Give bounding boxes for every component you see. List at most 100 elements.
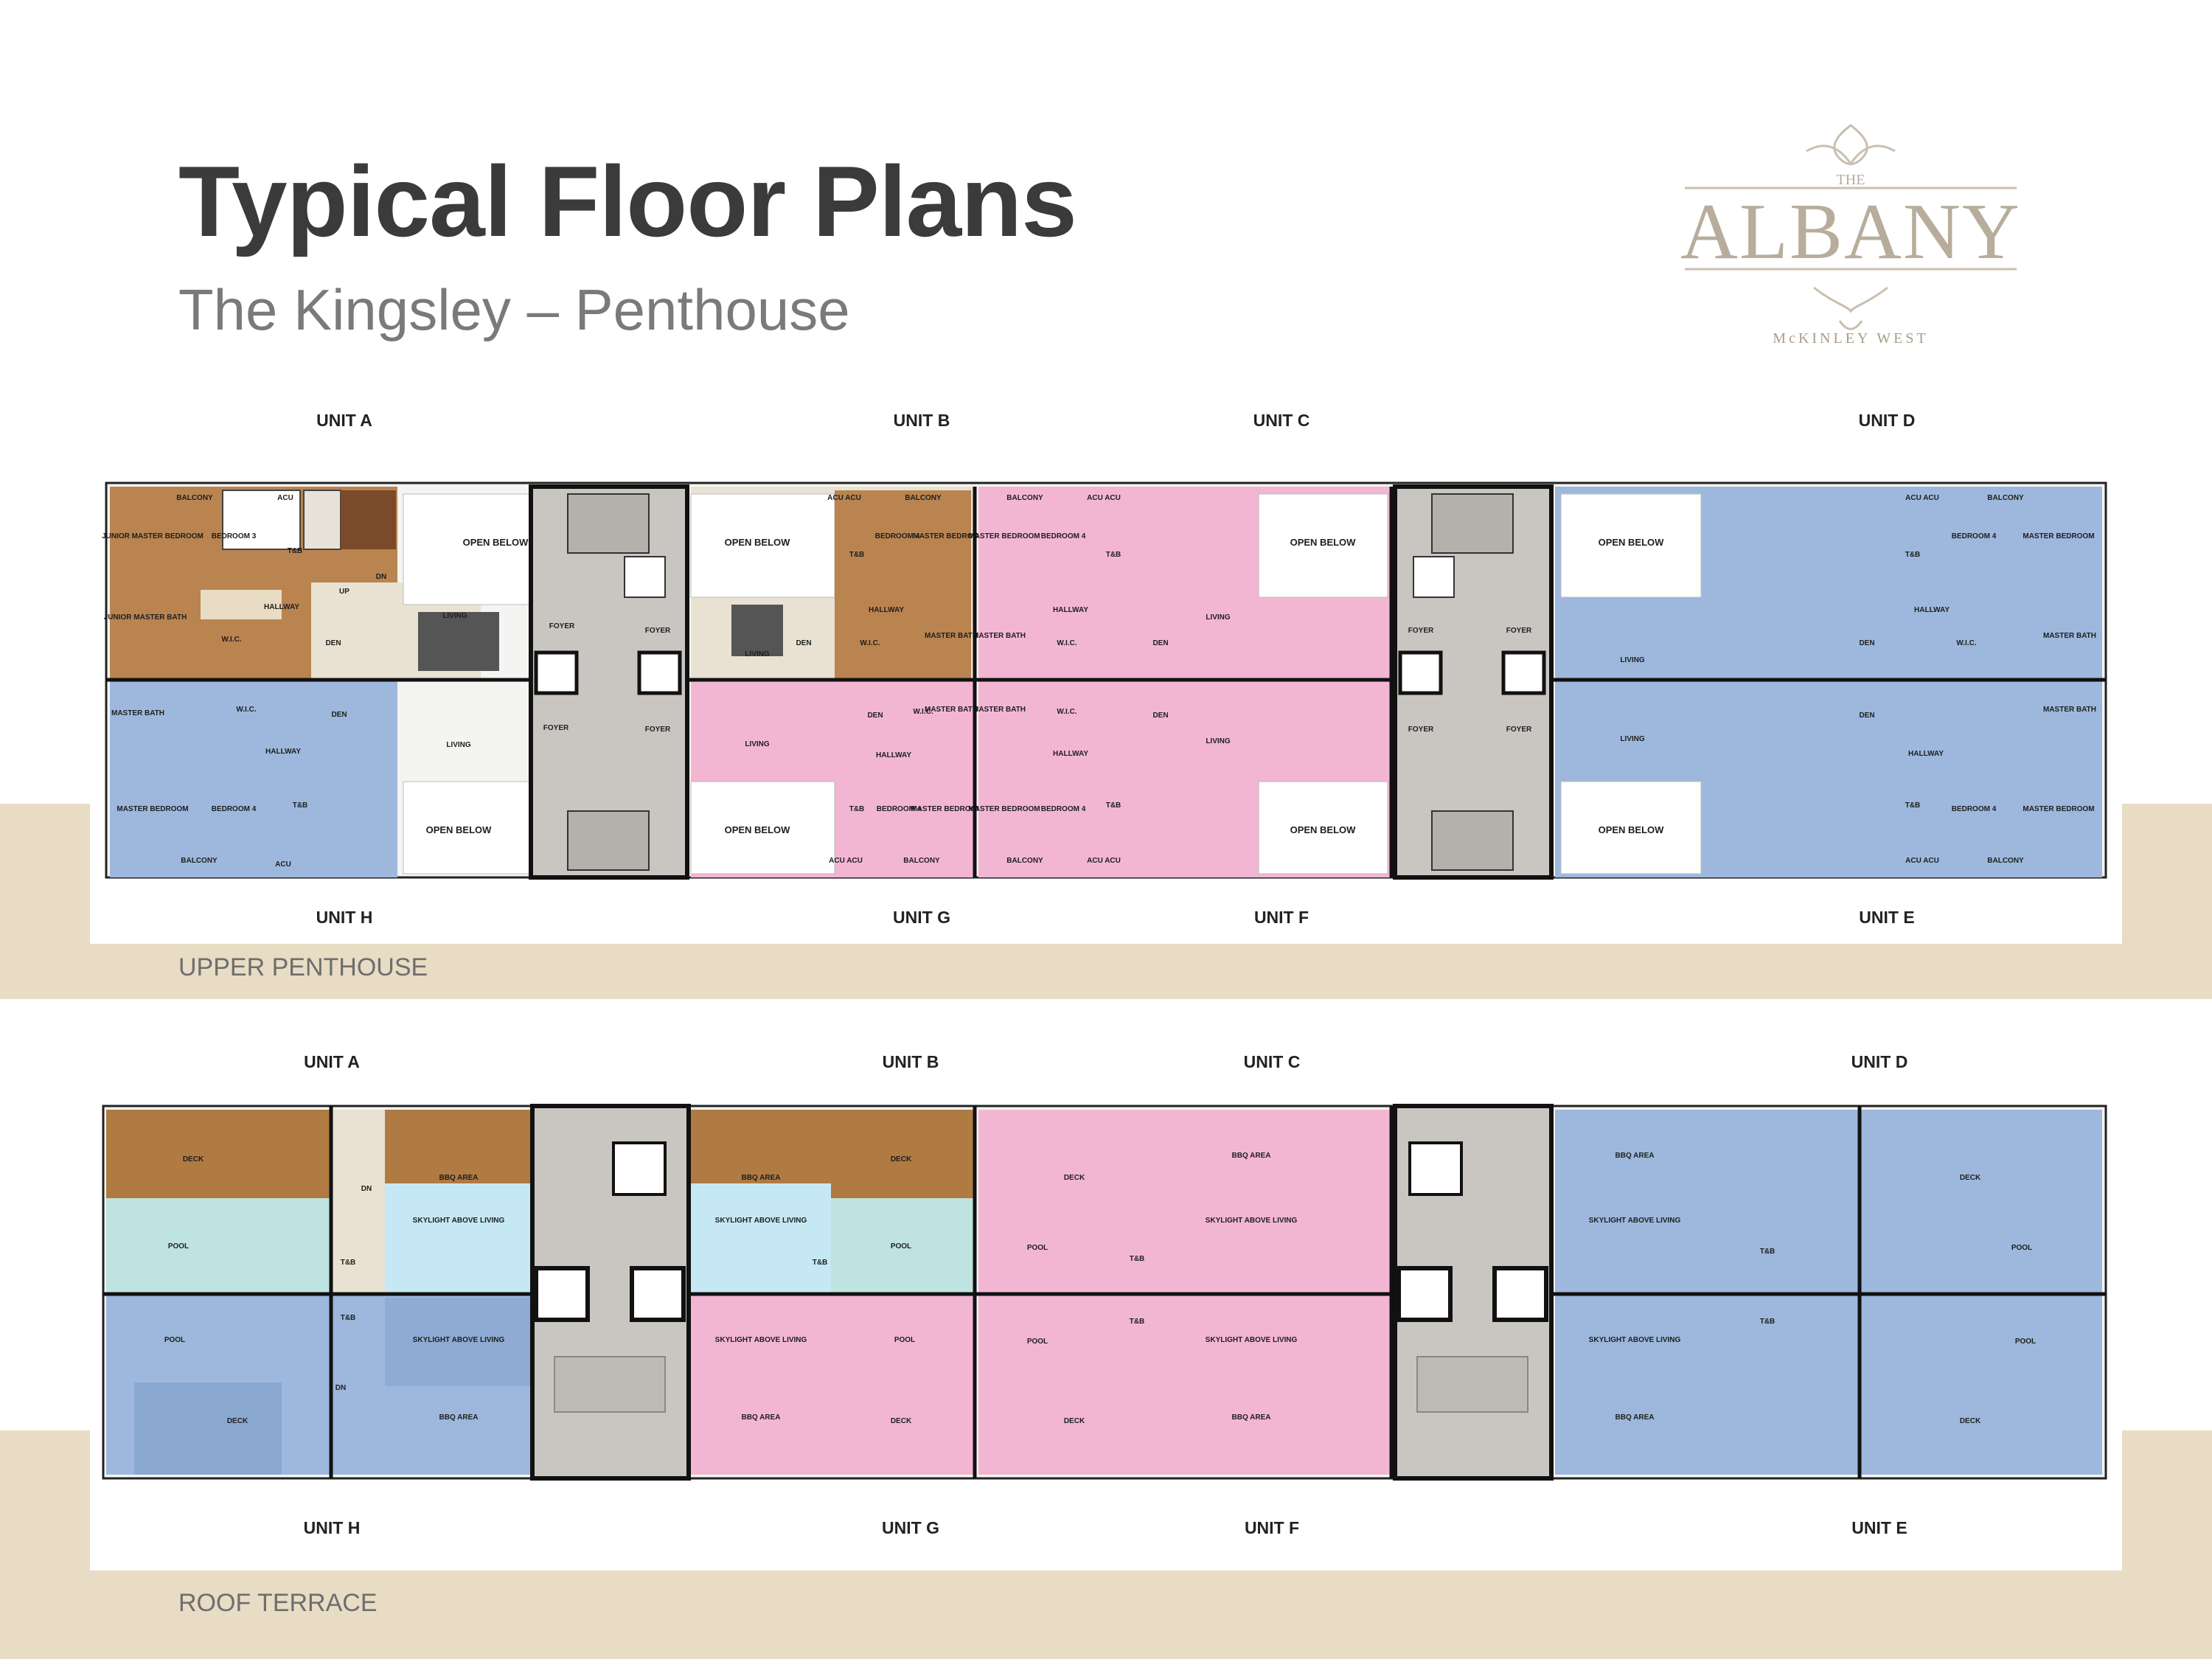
room-tb-e: T&B [1905, 801, 1921, 810]
room-living-g: LIVING [745, 740, 770, 748]
roof-pool-b: POOL [891, 1242, 911, 1251]
roof-deck-a: DECK [183, 1155, 204, 1164]
room-hallway-c: HALLWAY [1053, 606, 1088, 614]
roof-bbq-f: BBQ AREA [1232, 1413, 1271, 1422]
room-master-bath-c: MASTER BATH [973, 632, 1026, 640]
unit-label-d: UNIT D [1859, 411, 1916, 430]
room-master-bedroom-b: MASTER BEDROOM [913, 532, 984, 540]
room-tb-h: T&B [293, 801, 308, 810]
roof-pool-f: POOL [1027, 1338, 1048, 1346]
roof-tb-d: T&B [1760, 1248, 1775, 1256]
roof-pool-d: POOL [2011, 1244, 2032, 1252]
room-tb-b: T&B [849, 551, 865, 559]
room-den-g: DEN [867, 712, 883, 720]
albany-logo: THE ALBANY McKINLEY WEST [1680, 124, 2020, 347]
roof-deck-e: DECK [1960, 1417, 1981, 1425]
room-acu-g: ACU ACU [829, 857, 863, 865]
room-foyer-b: FOYER [645, 627, 671, 635]
roof-skylight-e: SKYLIGHT ABOVE LIVING [1589, 1336, 1681, 1344]
roof-deck-b: DECK [891, 1155, 912, 1164]
unit-label-h: UNIT H [316, 908, 373, 927]
room-master-bath-f: MASTER BATH [973, 706, 1026, 714]
roof-deck-c: DECK [1064, 1174, 1085, 1182]
room-tb-c: T&B [1106, 551, 1121, 559]
roof-pool-e: POOL [2015, 1338, 2036, 1346]
roof-pool-c: POOL [1027, 1244, 1048, 1252]
room-den-c: DEN [1152, 639, 1168, 647]
room-bedroom4-b: BEDROOM 4 [875, 532, 920, 540]
roof-deck-f: DECK [1064, 1417, 1085, 1425]
roof-unit-label-f: UNIT F [1245, 1518, 1299, 1537]
room-balcony-g: BALCONY [903, 857, 940, 865]
room-master-bedroom-d: MASTER BEDROOM [2023, 532, 2094, 540]
room-wic-b: W.I.C. [860, 639, 880, 647]
room-foyer-e: FOYER [1506, 726, 1532, 734]
room-foyer-h: FOYER [543, 724, 569, 732]
room-bedroom4-g: BEDROOM 4 [877, 805, 922, 813]
room-wic-g: W.I.C. [913, 708, 933, 716]
roof-deck-d: DECK [1960, 1174, 1981, 1182]
roof-skylight-h: SKYLIGHT ABOVE LIVING [413, 1336, 505, 1344]
roof-tb-a: T&B [341, 1259, 356, 1267]
logo-tagline: McKINLEY WEST [1773, 330, 1928, 347]
room-hallway-f: HALLWAY [1053, 750, 1088, 758]
roof-a-deck [106, 1110, 331, 1198]
roof-skylight-d: SKYLIGHT ABOVE LIVING [1589, 1217, 1681, 1225]
room-acu-b: ACU ACU [827, 494, 861, 502]
room-den-a: DEN [325, 639, 341, 647]
room-open-below-a: OPEN BELOW [463, 537, 529, 548]
upper-penthouse-plan: UNIT A UNIT B UNIT C UNIT D UNIT H UNIT … [102, 411, 2107, 927]
unit-h-area [110, 680, 397, 877]
roof-bbq-e: BBQ AREA [1615, 1413, 1655, 1422]
roof-terrace-plan: UNIT A UNIT B UNIT C UNIT D UNIT H UNIT … [102, 1052, 2107, 1537]
room-open-below-f: OPEN BELOW [1290, 824, 1357, 835]
room-open-below-g: OPEN BELOW [725, 824, 791, 835]
roof-bbq-a: BBQ AREA [439, 1174, 479, 1182]
roof-dn-a: DN [361, 1185, 372, 1193]
room-bedroom4-f: BEDROOM 4 [1041, 805, 1086, 813]
room-living-h: LIVING [446, 741, 471, 749]
roof-unit-label-d: UNIT D [1851, 1052, 1908, 1071]
room-den-b: DEN [796, 639, 811, 647]
room-master-bath-h: MASTER BATH [111, 709, 164, 717]
roof-skylight-c: SKYLIGHT ABOVE LIVING [1206, 1217, 1298, 1225]
room-balcony-h: BALCONY [181, 857, 218, 865]
room-master-bedroom-g: MASTER BEDROOM [911, 805, 982, 813]
unit-label-c: UNIT C [1253, 411, 1310, 430]
roof-tb-f: T&B [1130, 1318, 1145, 1326]
roof-tb-e: T&B [1760, 1318, 1775, 1326]
room-master-bath-e: MASTER BATH [2043, 706, 2096, 714]
room-balcony-e: BALCONY [1987, 857, 2024, 865]
room-master-bath-g: MASTER BATH [925, 706, 978, 714]
room-bedroom4-c: BEDROOM 4 [1041, 532, 1086, 540]
room-den-e: DEN [1859, 712, 1874, 720]
room-living-d: LIVING [1620, 656, 1645, 664]
roof-tb-h: T&B [341, 1314, 356, 1322]
room-wic-d: W.I.C. [1956, 639, 1976, 647]
room-balcony-a: BALCONY [176, 494, 213, 502]
room-wic-c: W.I.C. [1057, 639, 1077, 647]
room-bedroom4-h: BEDROOM 4 [212, 805, 257, 813]
room-living-a: LIVING [442, 612, 467, 620]
roof-dn-h: DN [335, 1384, 346, 1392]
roof-skylight-a: SKYLIGHT ABOVE LIVING [413, 1217, 505, 1225]
room-foyer-f: FOYER [1408, 726, 1434, 734]
room-dn-a: DN [376, 573, 386, 581]
page-subtitle: The Kingsley – Penthouse [178, 277, 850, 342]
room-up-a: UP [339, 588, 349, 596]
room-hallway-b: HALLWAY [869, 606, 904, 614]
room-junior-master-bedroom: JUNIOR MASTER BEDROOM [102, 532, 204, 540]
roof-bbq-h: BBQ AREA [439, 1413, 479, 1422]
room-balcony-d: BALCONY [1987, 494, 2024, 502]
room-open-below-e: OPEN BELOW [1599, 824, 1665, 835]
roof-pool-g: POOL [894, 1336, 915, 1344]
room-balcony-b: BALCONY [905, 494, 942, 502]
roof-unit-label-h: UNIT H [304, 1518, 361, 1537]
room-living-c: LIVING [1206, 613, 1231, 622]
roof-deck-g: DECK [891, 1417, 912, 1425]
room-acu-f: ACU ACU [1087, 857, 1121, 865]
roof-bbq-d: BBQ AREA [1615, 1152, 1655, 1160]
roof-unit-label-c: UNIT C [1244, 1052, 1301, 1071]
room-foyer-a: FOYER [549, 622, 575, 630]
unit-label-e: UNIT E [1859, 908, 1914, 927]
